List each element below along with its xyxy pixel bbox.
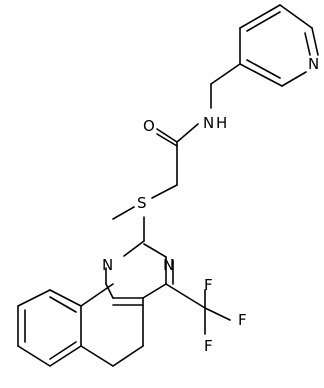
amide-hydrogen-label: H: [216, 114, 227, 132]
amide-chain: [112, 63, 241, 220]
pyridine-nitrogen-label: N: [308, 55, 319, 73]
fluorine-1-label: F: [238, 311, 247, 329]
trifluoromethyl-group: [165, 283, 231, 335]
fused-rings: [17, 283, 144, 367]
pyrimidine-ring: [105, 216, 174, 306]
carbonyl-oxygen-label: O: [143, 117, 155, 135]
fluorine-3-label: F: [204, 337, 213, 355]
amide-nitrogen-label: N: [203, 114, 214, 132]
sulfur-label: S: [137, 194, 147, 212]
fluorine-2-label: F: [204, 276, 213, 294]
pyrimidine-nitrogen-3-label: N: [163, 256, 174, 274]
pyrimidine-nitrogen-1-label: N: [102, 256, 113, 274]
pyridine-ring: [239, 4, 319, 87]
